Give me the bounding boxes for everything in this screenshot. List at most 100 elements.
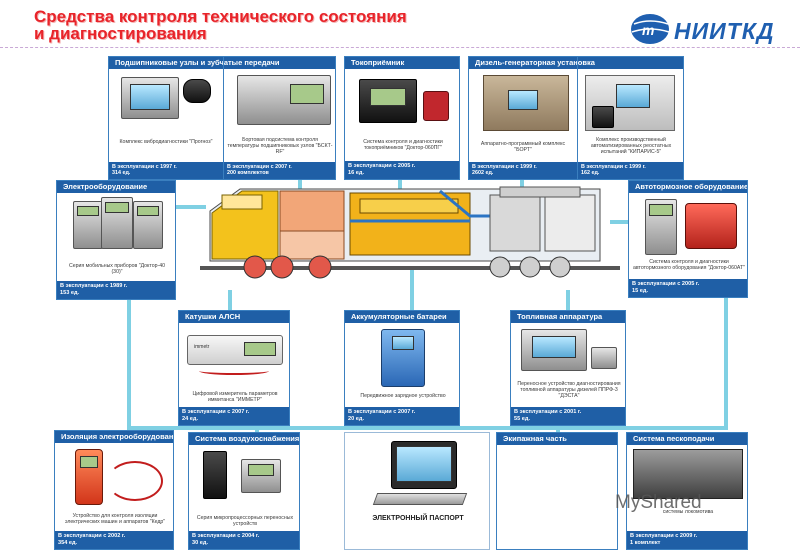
bearings-left-year: В эксплуатации с 1997 г. [112, 163, 177, 170]
panel-fuel: Топливная аппаратура Переносное устройст… [510, 310, 626, 426]
panel-diesel-title: Дизель-генераторная установка [469, 57, 683, 69]
watermark-text: MyShared [615, 492, 702, 513]
air-device-1-image [203, 451, 227, 499]
doctor40-device-3-image [133, 201, 163, 249]
kiparis-complex-image [585, 75, 675, 131]
fuel-caption: Переносное устройство диагностирования т… [517, 381, 621, 400]
bearings-left-count: 314 ед. [112, 170, 131, 177]
air-caption: Серия микропроцессорных переносных устро… [196, 515, 294, 528]
onboard-subsystem-image [237, 75, 331, 125]
panel-bearings-title: Подшипниковые узлы и зубчатые передачи [109, 57, 335, 69]
connector-mid-batteries [410, 270, 414, 310]
panel-fuel-title: Топливная аппаратура [511, 311, 625, 323]
panel-insulation-title: Изоляция электрооборудования [55, 431, 173, 443]
connector-electrical [176, 205, 206, 209]
kedr-device-image [75, 449, 103, 505]
panel-crew-title: Экипажная часть [497, 433, 617, 445]
panel-alsn: Катушки АЛСН immetr Цифровой измеритель … [178, 310, 290, 426]
panel-crew: Экипажная часть [496, 432, 618, 550]
batteries-count: 20 ед. [348, 416, 364, 422]
insulation-caption: Устройство для контроля изоляции электри… [64, 513, 166, 526]
collector-case-image [359, 79, 417, 123]
air-year: В эксплуатации с 2004 г. [192, 533, 260, 539]
doctor060at-case-image [685, 203, 737, 249]
collector-footer: В эксплуатации с 2005 г. 16 ед. [345, 161, 459, 179]
sand-system-image [633, 449, 743, 499]
connector-bearings [298, 180, 302, 190]
locomotive-diagram [200, 186, 620, 279]
collector-bag-image [423, 91, 449, 121]
insulation-count: 354 ед. [58, 540, 78, 546]
logo-globe-icon: m [631, 14, 670, 44]
title-line-2: и диагностирования [34, 24, 207, 43]
batteries-footer: В эксплуатации с 2007 г. 20 ед. [345, 407, 459, 425]
passport-label: ЭЛЕКТРОННЫЙ ПАСПОРТ [372, 515, 464, 522]
diesel-left-count: 2602 ед. [472, 170, 494, 177]
collector-count: 16 ед. [348, 170, 364, 176]
sand-year: В эксплуатации с 2009 г. [630, 533, 698, 539]
panel-bearings-divider [223, 57, 224, 179]
logo-text: НИИТКД [674, 18, 775, 44]
connector-mid-fuel [566, 290, 570, 310]
title-line-1: Средства контроля технического состояния [34, 7, 407, 26]
brakes-footer: В эксплуатации с 2005 г. 15 ед. [629, 279, 747, 297]
insulation-footer: В эксплуатации с 2002 г. 354 ед. [55, 531, 173, 549]
air-footer: В эксплуатации с 2004 г. 30 ед. [189, 531, 299, 549]
bearings-left-caption: Комплекс вибродиагностики "Прогноз" [119, 139, 213, 145]
desta-device-image [521, 329, 587, 371]
diesel-right-footer: В эксплуатации с 1999 г. 162 ед. [578, 161, 683, 179]
panel-sand: Система пескоподачи системы локомотива В… [626, 432, 748, 550]
batteries-caption: Передвижное зарядное устройство [360, 393, 446, 399]
panel-brakes: Автотормозное оборудование Система контр… [628, 180, 748, 298]
title-divider [0, 47, 800, 48]
electrical-footer: В эксплуатации с 1989 г. 153 ед. [57, 281, 175, 299]
diesel-right-year: В эксплуатации с 1999 г. [581, 163, 646, 170]
kedr-probes-image [107, 461, 163, 501]
batteries-year: В эксплуатации с 2007 г. [348, 409, 416, 415]
bearings-right-caption: Бортовая подсистема контроля температуры… [227, 137, 333, 156]
electrical-count: 153 ед. [60, 290, 80, 296]
connector-collector [398, 180, 402, 192]
vibro-analyzer-image [121, 77, 179, 119]
panel-insulation: Изоляция электрооборудования Устройство … [54, 430, 174, 550]
panel-batteries-title: Аккумуляторные батареи [345, 311, 459, 323]
diesel-right-caption: Комплекс производственный автоматизирова… [590, 137, 672, 156]
electrical-year: В эксплуатации с 1989 г. [60, 283, 128, 289]
immetr-device-image: immetr [187, 335, 283, 365]
bearings-right-count: 200 комплектов [227, 170, 269, 177]
company-logo: m НИИТКД [630, 12, 790, 46]
panel-collector: Токоприёмник Система контроля и диагност… [344, 56, 460, 180]
brakes-count: 15 ед. [632, 288, 648, 294]
panel-electrical: Электрооборудование Серия мобильных приб… [56, 180, 176, 300]
doctor060at-device-image [645, 199, 677, 255]
collector-year: В эксплуатации с 2005 г. [348, 163, 416, 169]
bearings-left-footer: В эксплуатации с 1997 г. 314 ед. [109, 161, 223, 179]
panel-collector-title: Токоприёмник [345, 57, 459, 69]
insulation-year: В эксплуатации с 2002 г. [58, 533, 126, 539]
panel-air-title: Система воздухоснабжения [189, 433, 299, 445]
diesel-right-count: 162 ед. [581, 170, 600, 177]
alsn-caption: Цифровой измеритель параметров иммитанса… [192, 391, 278, 404]
connector-left-vertical [127, 300, 131, 434]
desta-sensor-image [591, 347, 617, 369]
diesel-left-year: В эксплуатации с 1999 г. [472, 163, 537, 170]
immetr-brand-label: immetr [194, 344, 210, 350]
bearings-right-footer: В эксплуатации с 2007 г. 200 комплектов [224, 161, 335, 179]
panel-bearings: Подшипниковые узлы и зубчатые передачи К… [108, 56, 336, 180]
collector-caption: Система контроля и диагностики токоприём… [363, 139, 443, 152]
bearings-right-year: В эксплуатации с 2007 г. [227, 163, 292, 170]
sensor-photo-image [183, 79, 211, 103]
charger-device-image [381, 329, 425, 387]
panel-diesel: Дизель-генераторная установка Аппаратно-… [468, 56, 684, 180]
connector-bus-horizontal [127, 426, 727, 430]
panel-alsn-title: Катушки АЛСН [179, 311, 289, 323]
alsn-count: 24 ед. [182, 416, 198, 422]
passport-monitor-image [391, 441, 457, 489]
page-title: Средства контроля технического состояния… [34, 8, 407, 42]
alsn-year: В эксплуатации с 2007 г. [182, 409, 250, 415]
diesel-left-caption: Аппаратно-программный комплекс "БОРТ" [480, 141, 566, 154]
diesel-left-footer: В эксплуатации с 1999 г. 2602 ед. [469, 161, 577, 179]
logo-mark: m [642, 22, 654, 38]
panel-passport [344, 432, 490, 550]
connector-right-vertical [724, 298, 728, 430]
